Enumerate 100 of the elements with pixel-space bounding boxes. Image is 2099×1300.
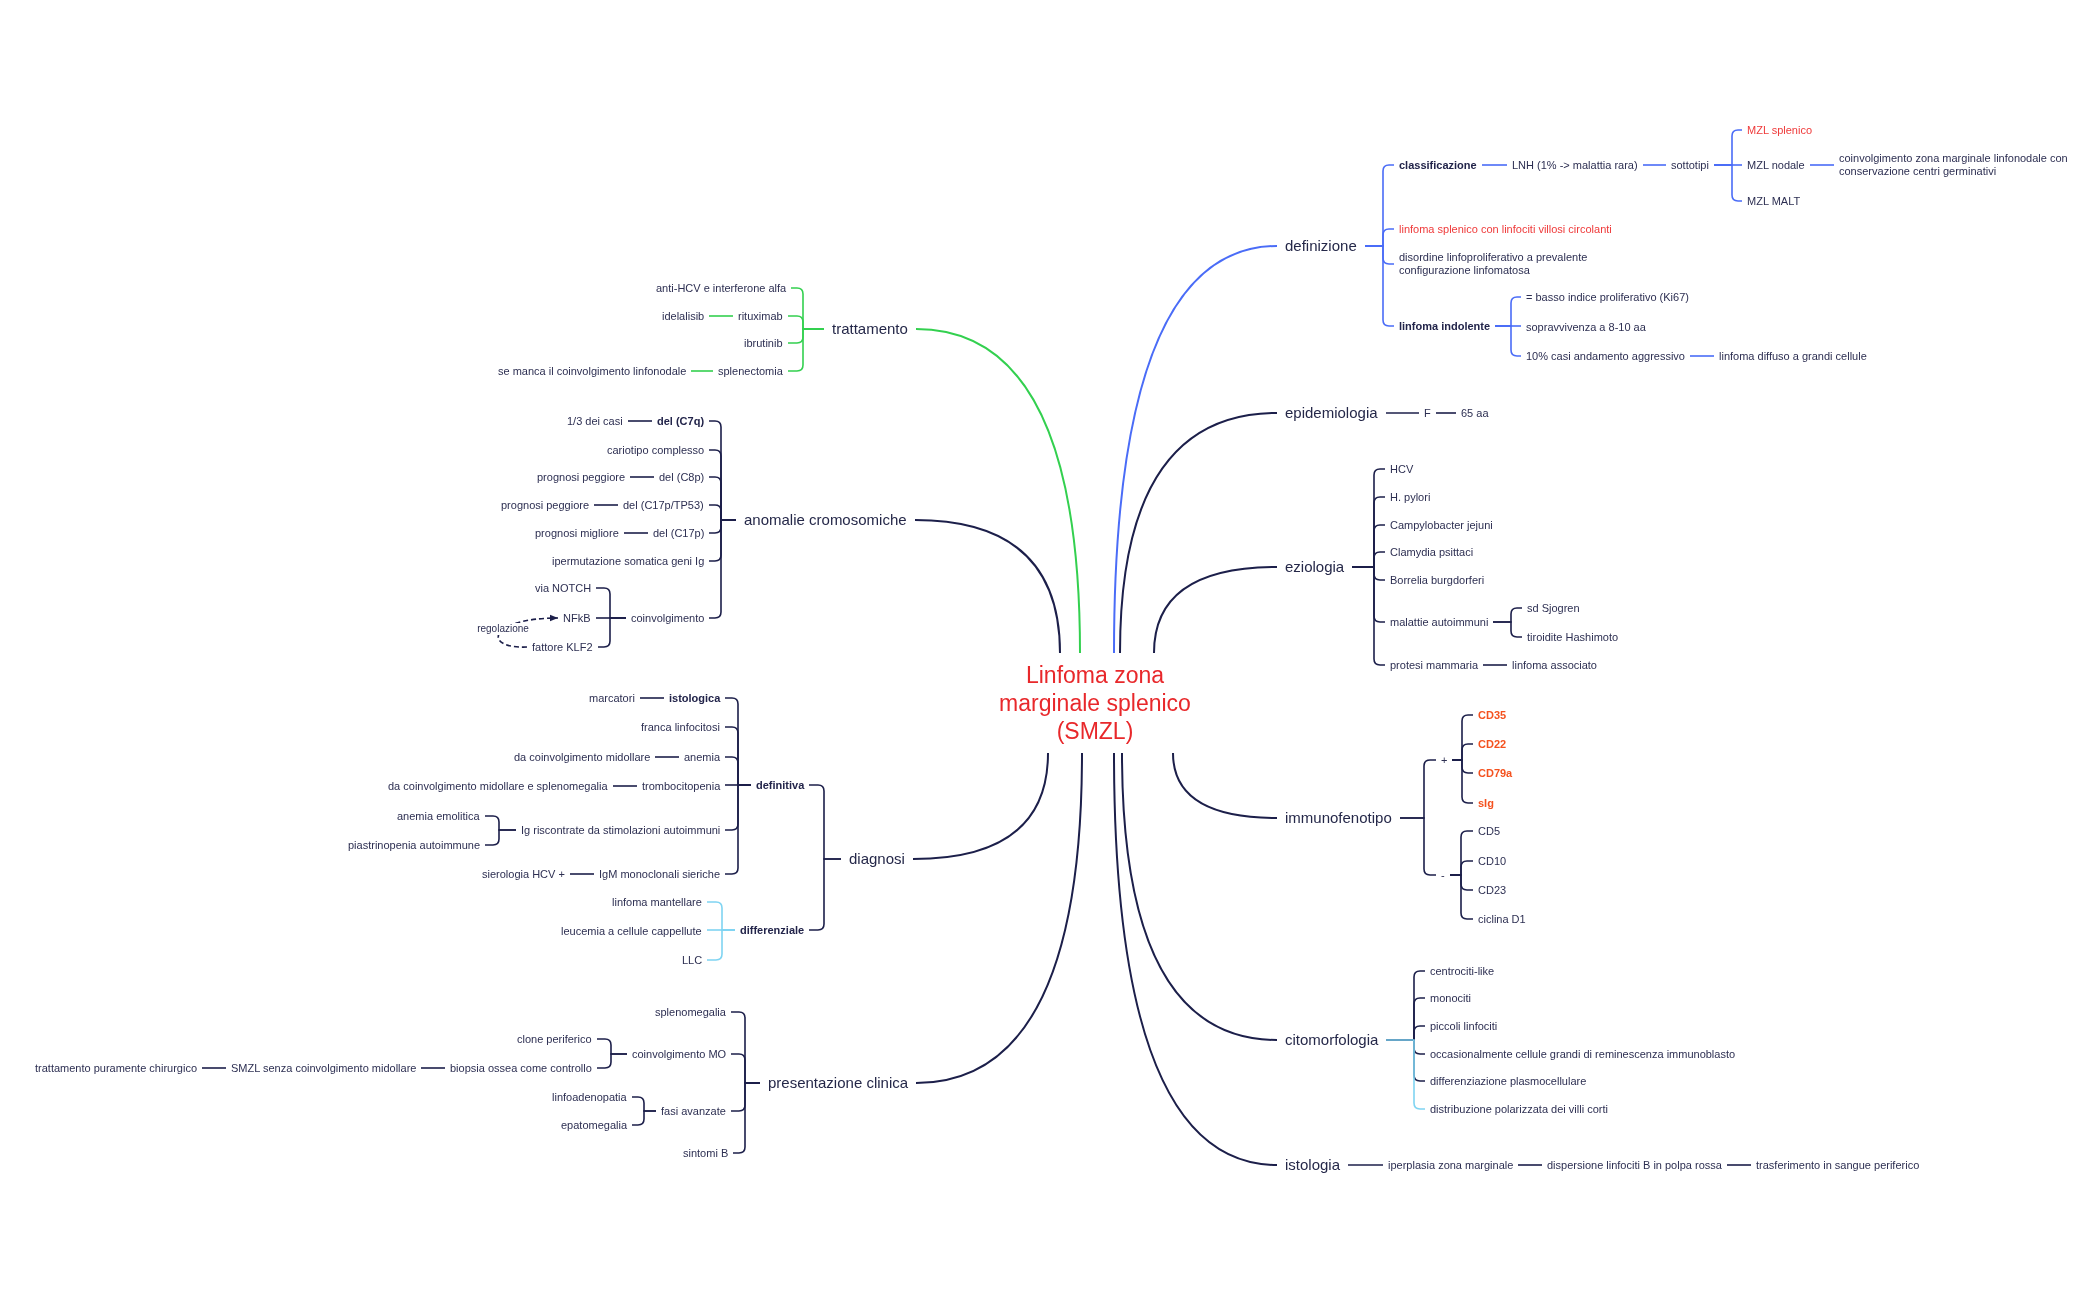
- subtopic: prognosi peggiore: [496, 497, 595, 513]
- subtopic: del (C8p): [654, 469, 710, 485]
- subtopic: CD23: [1473, 882, 1512, 898]
- subtopic: fattore KLF2: [527, 639, 598, 655]
- connector-line: [690, 370, 714, 372]
- main-topic: anomalie cromosomiche: [736, 510, 915, 530]
- subtopic: monociti: [1425, 990, 1476, 1006]
- connector-line: [593, 504, 619, 506]
- subtopic: anemia: [679, 749, 726, 765]
- subtopic: protesi mammaria: [1385, 657, 1484, 673]
- subtopic: 10% casi andamento aggressivo: [1521, 348, 1690, 364]
- connector-line: [484, 829, 517, 846]
- subtopic: Borrelia burgdorferi: [1385, 572, 1490, 588]
- subtopic: da coinvolgimento midollare e splenomegalia: [383, 778, 613, 794]
- subtopic: splenomegalia: [650, 1004, 731, 1020]
- subtopic: se manca il coinvolgimento linfonodale: [493, 363, 692, 379]
- subtopic: trasferimento in sangue periferico: [1751, 1157, 1925, 1173]
- subtopic: Campylobacter jejuni: [1385, 517, 1498, 533]
- subtopic: anti-HCV e interferone alfa: [651, 280, 792, 296]
- subtopic: coinvolgimento: [626, 610, 710, 626]
- subtopic: HCV: [1385, 461, 1419, 477]
- subtopic: splenectomia: [713, 363, 788, 379]
- subtopic: coinvolgimento MO: [627, 1046, 732, 1062]
- connector-line: [1482, 664, 1508, 666]
- subtopic: H. pylori: [1385, 489, 1436, 505]
- subtopic: trattamento puramente chirurgico: [30, 1060, 203, 1076]
- connector-line: [631, 1110, 657, 1126]
- branch-curve: [914, 519, 1061, 654]
- subtopic: iperplasia zona marginale: [1383, 1157, 1519, 1173]
- subtopic: piccoli linfociti: [1425, 1018, 1503, 1034]
- subtopic: linfoma splenico con linfociti villosi circolanti: [1394, 221, 1617, 237]
- connector-line: [1385, 412, 1420, 414]
- connector-line: [1494, 325, 1522, 357]
- main-topic: trattamento: [824, 319, 916, 339]
- subtopic: MZL MALT: [1742, 193, 1806, 209]
- subtopic: CD35: [1473, 707, 1512, 723]
- branch-curve: [1113, 752, 1278, 1166]
- subtopic: dispersione linfociti B in polpa rossa: [1542, 1157, 1727, 1173]
- central-topic: Linfoma zona marginale splenico (SMZL): [974, 653, 1216, 753]
- subtopic: MZL nodale: [1742, 157, 1810, 173]
- subtopic: 65 aa: [1456, 405, 1494, 421]
- subtopic: NFkB: [558, 610, 596, 626]
- subtopic: ciclina D1: [1473, 911, 1531, 927]
- connector-line: [627, 420, 653, 422]
- subtopic: sIg: [1473, 795, 1499, 811]
- connector-line: [787, 328, 825, 372]
- subtopic: linfoma indolente: [1394, 318, 1496, 334]
- subtopic: differenziale: [735, 922, 810, 938]
- connector-line: [1809, 164, 1835, 166]
- subtopic: distribuzione polarizzata dei villi corti: [1425, 1101, 1613, 1117]
- subtopic: franca linfocitosi: [636, 719, 725, 735]
- subtopic: MZL splenico: [1742, 122, 1817, 138]
- subtopic: linfoadenopatia: [547, 1089, 632, 1105]
- subtopic: LNH (1% -> malattia rara): [1507, 157, 1643, 173]
- branch-curve: [1119, 412, 1278, 654]
- subtopic: prognosi peggiore: [532, 469, 631, 485]
- branch-curve: [915, 752, 1083, 1084]
- connector-line: [1492, 621, 1523, 638]
- branch-curve: [1113, 245, 1278, 654]
- subtopic: ibrutinib: [739, 335, 788, 351]
- connector-line: [1385, 1039, 1426, 1110]
- connector-line: [1713, 164, 1743, 202]
- branch-curve: [915, 328, 1081, 654]
- subtopic: ipermutazione somatica geni Ig: [547, 553, 710, 569]
- main-topic: diagnosi: [841, 849, 913, 869]
- main-topic: presentazione clinica: [760, 1073, 917, 1093]
- subtopic: biopsia ossea come controllo: [445, 1060, 597, 1076]
- subtopic: linfoma diffuso a grandi cellule: [1714, 348, 1872, 364]
- subtopic: = basso indice proliferativo (Ki67): [1521, 289, 1694, 305]
- subtopic: CD79a: [1473, 765, 1518, 781]
- main-topic: eziologia: [1277, 557, 1353, 577]
- subtopic: Ig riscontrate da stimolazioni autoimmuni: [516, 822, 726, 838]
- connector-line: [708, 315, 734, 317]
- subtopic: LLC: [677, 952, 708, 968]
- connector-line: [724, 784, 752, 875]
- subtopic: piastrinopenia autoimmune: [343, 837, 486, 853]
- connector-line: [1351, 566, 1386, 666]
- subtopic: da coinvolgimento midollare: [509, 749, 656, 765]
- connector-line: [1689, 355, 1715, 357]
- subtopic: -: [1436, 867, 1450, 883]
- connector-line: [1642, 164, 1667, 166]
- subtopic: istologica: [664, 690, 726, 706]
- main-topic: definizione: [1277, 236, 1365, 256]
- subtopic: leucemia a cellule cappellute: [556, 923, 707, 939]
- connector-line: [1517, 1164, 1543, 1166]
- subtopic: trombocitopenia: [637, 778, 726, 794]
- branch-curve: [1153, 566, 1278, 654]
- connector-line: [654, 756, 680, 758]
- connector-line: [623, 532, 649, 534]
- connector-line: [706, 929, 736, 961]
- connector-line: [1435, 412, 1457, 414]
- branch-curve: [1121, 752, 1278, 1041]
- subtopic: SMZL senza coinvolgimento midollare: [226, 1060, 422, 1076]
- subtopic: differenziazione plasmocellulare: [1425, 1073, 1592, 1089]
- subtopic: del (C7q): [652, 413, 710, 429]
- subtopic: sd Sjogren: [1522, 600, 1585, 616]
- connector-line: [629, 476, 655, 478]
- subtopic: IgM monoclonali sieriche: [594, 866, 726, 882]
- subtopic: linfoma mantellare: [607, 894, 707, 910]
- connector-line: [201, 1067, 227, 1069]
